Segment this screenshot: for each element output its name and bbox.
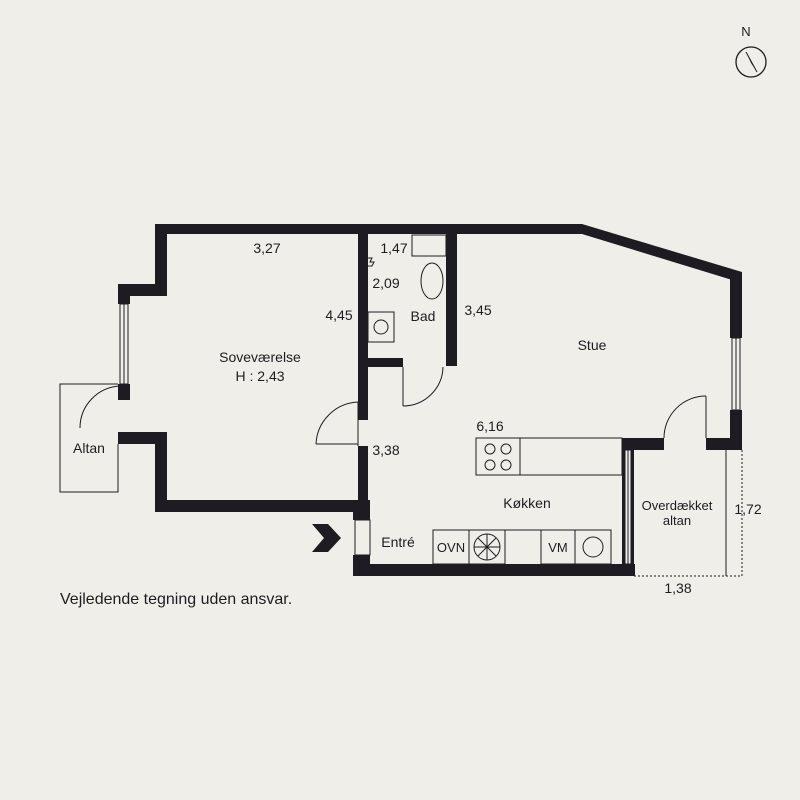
sink-icon: [367, 311, 395, 343]
room-bedroom-height: H : 2,43: [235, 368, 284, 384]
dim-bath-depth: 2,09: [372, 275, 399, 291]
room-entry-name: Entré: [381, 534, 415, 550]
dim-hall-depth: 3,38: [372, 442, 399, 458]
burner-4: [500, 459, 512, 471]
dim-covered-depth: 1,72: [734, 501, 761, 517]
sink-kitchen-box: [574, 529, 612, 565]
wall-bottom: [353, 564, 635, 576]
sink-basin: [373, 319, 389, 335]
stove-icon: [475, 437, 521, 476]
door-bath-swing: [402, 366, 444, 407]
wall-entry-jamb: [353, 500, 370, 520]
room-covered-line1: Overdækket: [642, 498, 713, 513]
north-arrow-line: [745, 51, 758, 73]
toilet-cistern: [411, 234, 447, 257]
compass: N: [735, 24, 767, 78]
oven-label: OVN: [437, 540, 465, 555]
wall-left-step-bottom: [118, 432, 166, 444]
room-balcony-name: Altan: [73, 440, 105, 456]
wall-bath-right: [446, 224, 457, 366]
walls: [118, 224, 742, 576]
bath-fixtures: [366, 234, 447, 343]
dim-living-depth: 3,45: [464, 302, 491, 318]
compass-circle: [735, 46, 767, 78]
dim-bedroom-depth: 4,45: [325, 307, 352, 323]
wall-top: [155, 224, 582, 234]
dim-bedroom-width: 3,27: [253, 240, 280, 256]
wall-left-upper: [155, 224, 167, 296]
compass-label: N: [741, 24, 750, 39]
burner-1: [484, 443, 496, 455]
kitchen-counter: [475, 437, 623, 476]
dim-bath-width: 1,47: [380, 240, 407, 256]
dim-covered-width: 1,38: [664, 580, 691, 596]
wall-left-stub-top: [118, 284, 130, 304]
wall-right-lower: [730, 410, 742, 450]
wall-top-diagonal: [582, 224, 742, 283]
doors: [79, 366, 707, 556]
room-covered-line2: altan: [663, 513, 691, 528]
wall-bedroom-bottom: [155, 500, 370, 512]
room-living-name: Stue: [578, 337, 607, 353]
door-balcony-swing: [79, 385, 121, 429]
heater-box: [468, 529, 506, 565]
kitchen-fixtures: [432, 437, 623, 565]
wall-bath-bottom: [358, 358, 403, 367]
burner-3: [484, 459, 496, 471]
wall-bedroom-right-upper: [358, 224, 368, 420]
balcony-outline: [59, 383, 119, 493]
burner-2: [500, 443, 512, 455]
door-entry: [354, 519, 371, 556]
wall-kitchen-top-left: [622, 438, 664, 450]
door-bedroom-swing: [315, 401, 359, 445]
disclaimer: Vejledende tegning uden ansvar.: [60, 591, 292, 608]
wall-left-lower: [155, 432, 167, 512]
entrance-arrow-icon: [312, 524, 341, 552]
room-bath-name: Bad: [411, 308, 436, 324]
dim-kitchen-width: 6,16: [476, 418, 503, 434]
toilet-icon: [420, 262, 444, 300]
wall-right-upper: [730, 272, 742, 338]
labels: 3,27 4,45 Soveværelse H : 2,43 1,47 2,09…: [60, 240, 762, 608]
wall-left-stub-bottom: [118, 384, 130, 400]
door-living-swing: [663, 395, 707, 439]
room-bedroom-name: Soveværelse: [219, 349, 301, 365]
room-kitchen-name: Køkken: [503, 495, 550, 511]
covered-balcony-outline: [634, 450, 743, 577]
wall-left-step-top: [118, 284, 167, 296]
balconies: [59, 383, 743, 577]
washer-label: VM: [548, 540, 568, 555]
shower-icon: [366, 257, 375, 267]
heater-spokes: [474, 534, 500, 560]
kitchen-sink-icon: [582, 536, 604, 558]
windows: [119, 303, 741, 565]
wall-bedroom-right-lower: [358, 446, 368, 512]
